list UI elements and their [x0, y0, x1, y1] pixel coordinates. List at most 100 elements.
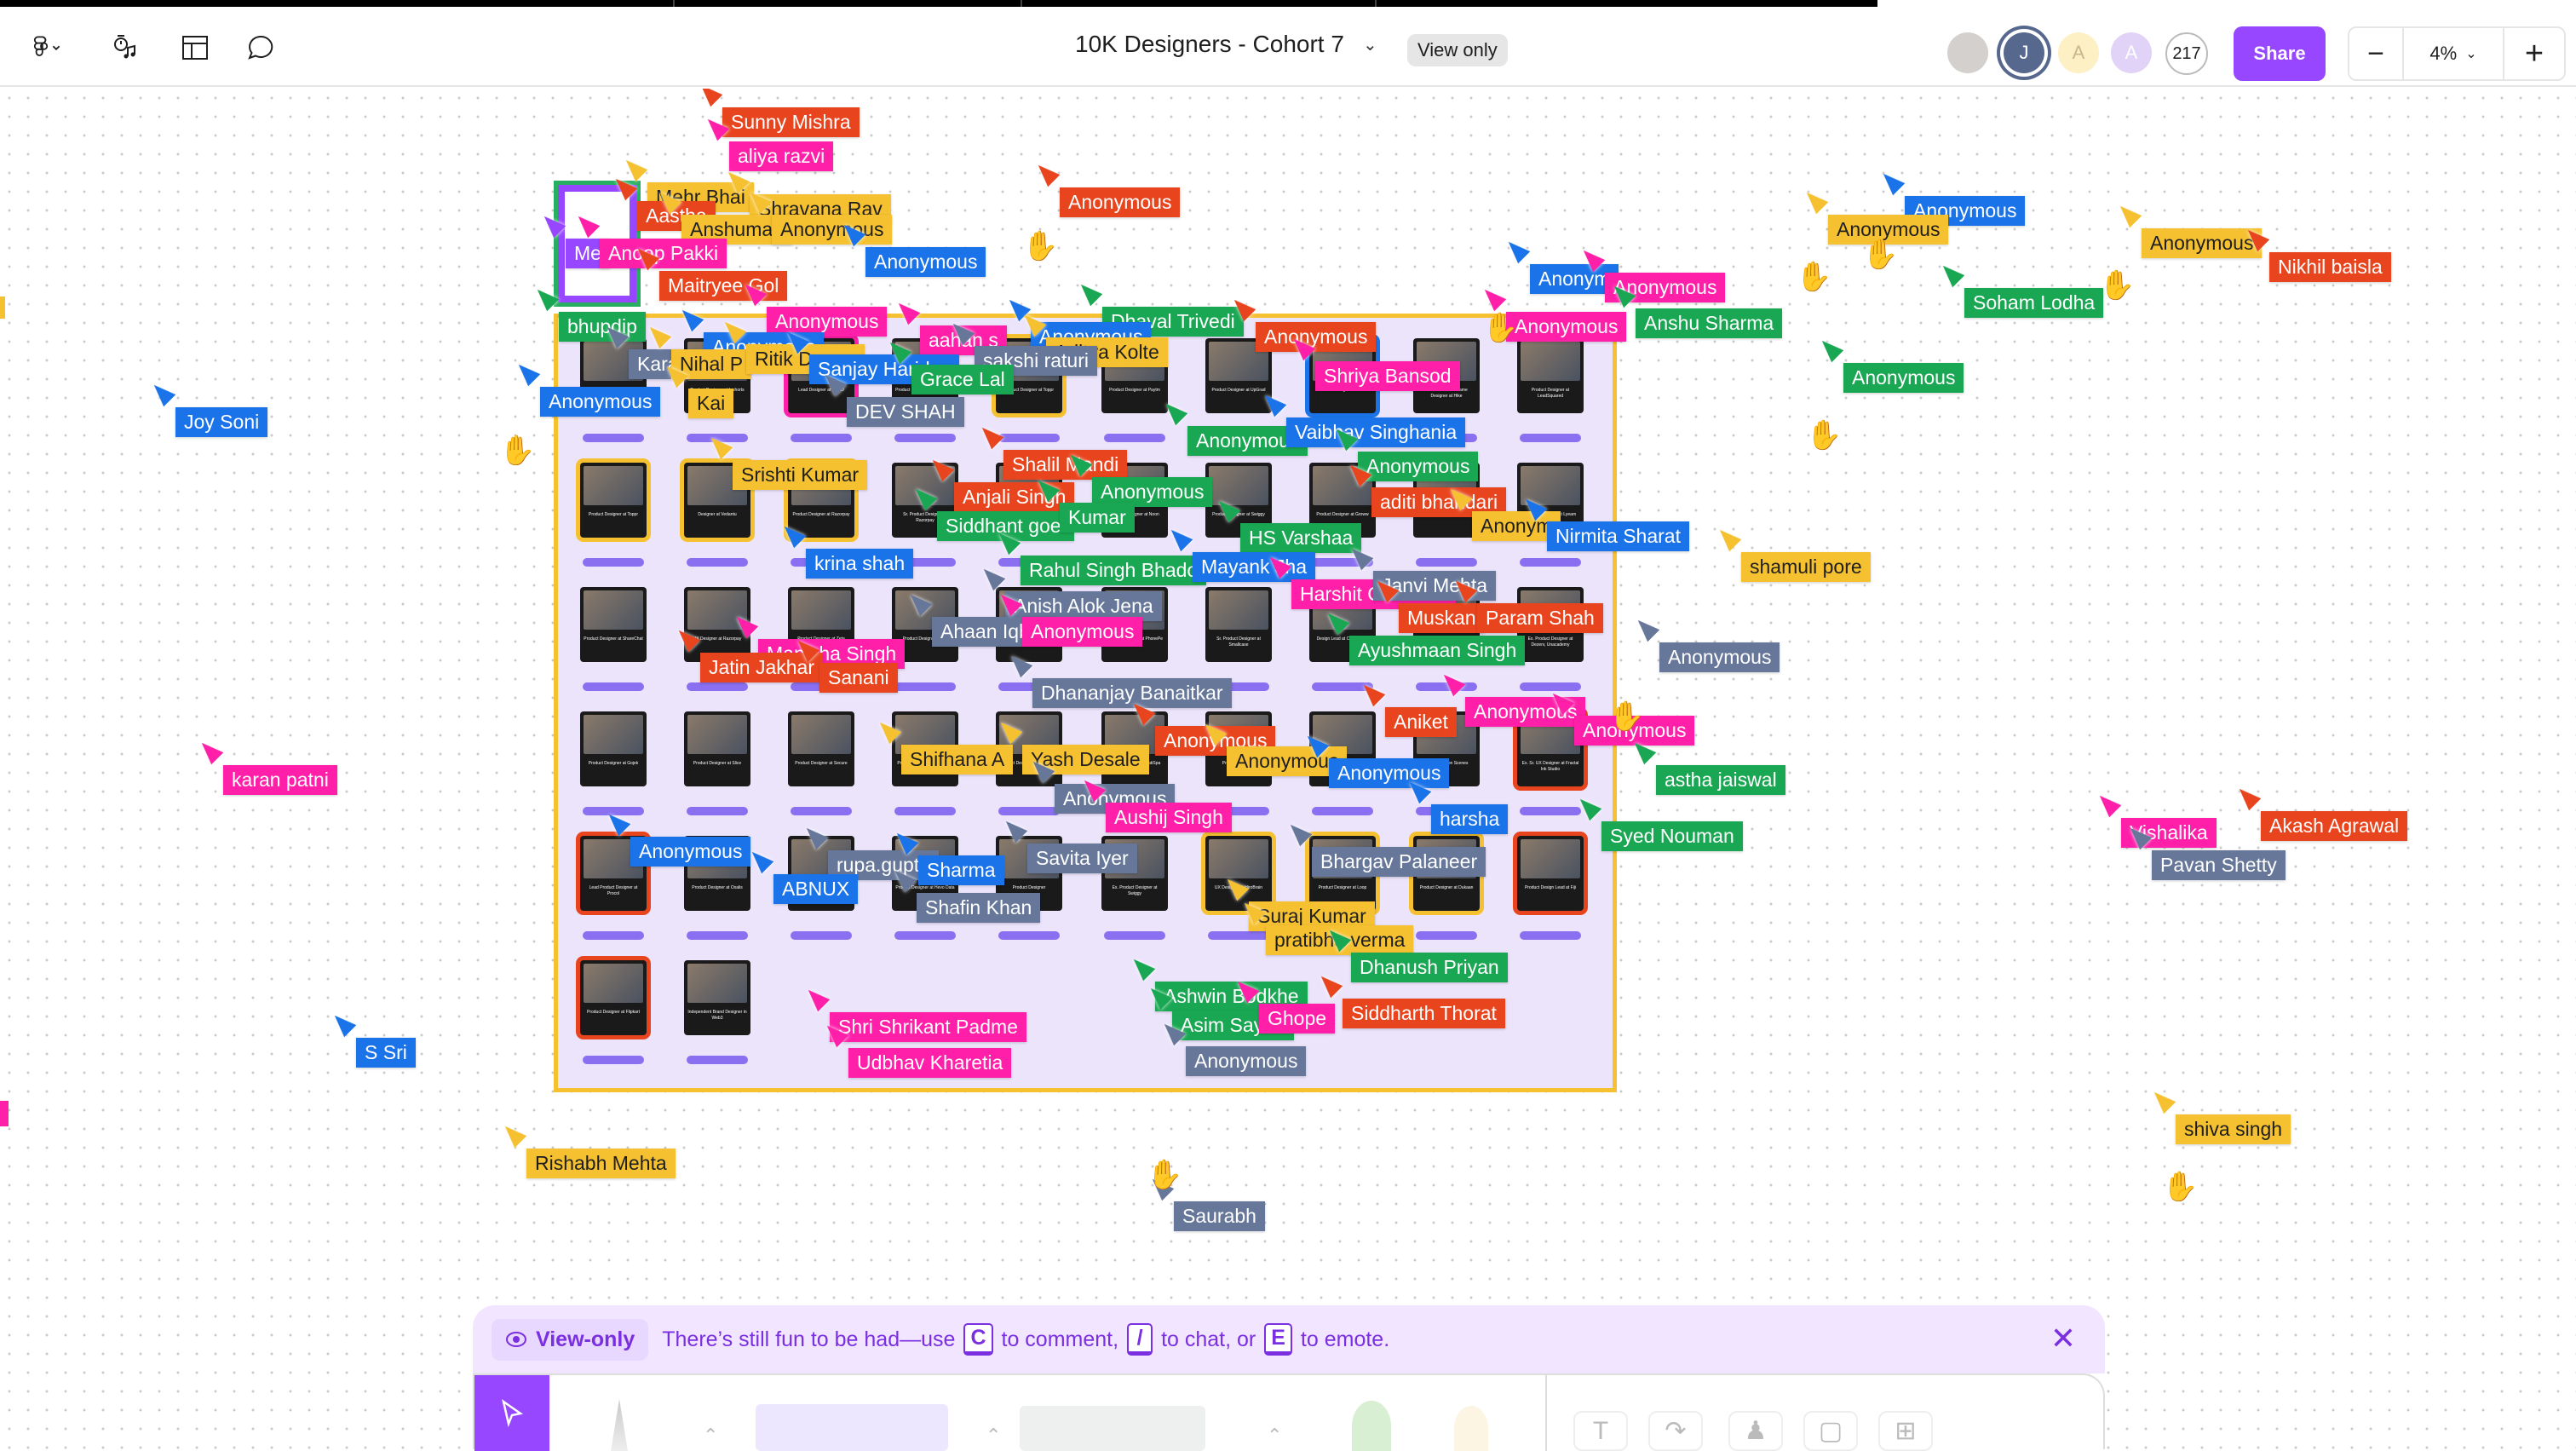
- profile-link-pill[interactable]: [583, 1056, 644, 1064]
- profile-link-pill[interactable]: [791, 807, 852, 815]
- offscreen-cursor-edge: [0, 1101, 9, 1126]
- close-banner-button[interactable]: ✕: [2050, 1321, 2076, 1356]
- profile-link-pill[interactable]: [1104, 931, 1165, 940]
- profile-link-pill[interactable]: [1104, 434, 1165, 442]
- eye-icon: [506, 1332, 526, 1347]
- designer-card[interactable]: Independent Brand Designer in Web3: [684, 960, 750, 1035]
- profile-link-pill[interactable]: [791, 931, 852, 940]
- cursor-arrow-icon: [502, 1398, 524, 1427]
- comment-button[interactable]: [240, 27, 281, 68]
- sticky-note-tool-button[interactable]: [756, 1404, 948, 1451]
- profile-link-pill[interactable]: [1520, 807, 1581, 815]
- profile-link-pill[interactable]: [1312, 807, 1373, 815]
- main-menu-button[interactable]: [20, 27, 77, 68]
- designer-photo: [895, 466, 955, 505]
- connector-tool-button[interactable]: ↷: [1648, 1411, 1703, 1451]
- shape-options-chevron[interactable]: ⌃: [1267, 1425, 1283, 1446]
- profile-link-pill[interactable]: [998, 931, 1060, 940]
- share-button[interactable]: Share: [2234, 26, 2326, 81]
- designer-card[interactable]: Product Designer at Toppr: [580, 463, 647, 538]
- profile-link-pill[interactable]: [583, 931, 644, 940]
- profile-link-pill[interactable]: [1520, 931, 1581, 940]
- designer-card[interactable]: Product Designer at Gojek: [580, 711, 647, 786]
- zoom-level-dropdown[interactable]: 4% ⌄: [2404, 28, 2504, 79]
- collaborator-cursor-label: Anonymous: [767, 307, 888, 337]
- avatar[interactable]: A: [2058, 32, 2099, 73]
- profile-link-pill[interactable]: [1520, 558, 1581, 567]
- designer-role: Ex. Product Designer at Dezerv, Unacadem…: [1527, 636, 1573, 648]
- designer-card[interactable]: Product Designer at LeadSquared: [1517, 338, 1584, 413]
- profile-link-pill[interactable]: [1416, 931, 1477, 940]
- layout-panel-button[interactable]: [175, 27, 216, 68]
- profile-link-pill[interactable]: [1312, 682, 1373, 691]
- collaborator-cursor-label: Nihal P: [671, 349, 752, 379]
- profile-link-pill[interactable]: [687, 807, 748, 815]
- profile-link-pill[interactable]: [1312, 558, 1373, 567]
- profile-link-pill[interactable]: [894, 434, 956, 442]
- text-tool-button[interactable]: T: [1573, 1411, 1628, 1451]
- zoom-out-button[interactable]: −: [2349, 28, 2404, 79]
- designer-card[interactable]: Product Designer at ShareChat: [580, 587, 647, 662]
- cursor-arrow-icon: [1800, 186, 1829, 215]
- profile-link-pill[interactable]: [1208, 931, 1269, 940]
- profile-link-pill[interactable]: [1208, 807, 1269, 815]
- emoji-tool-button[interactable]: [1454, 1406, 1488, 1451]
- stamp-tool-button[interactable]: ♟: [1728, 1411, 1783, 1451]
- figjam-canvas[interactable]: Product Designer at Avalon ScenesProduct…: [0, 89, 2576, 1449]
- profile-link-pill[interactable]: [894, 931, 956, 940]
- profile-link-pill[interactable]: [1520, 682, 1581, 691]
- strip-divider: [1375, 0, 1377, 7]
- profile-link-pill[interactable]: [1208, 682, 1269, 691]
- avatar[interactable]: A: [2111, 32, 2152, 73]
- designer-card[interactable]: Product Designer at Flipkart: [580, 960, 647, 1035]
- designer-photo: [584, 715, 643, 754]
- table-tool-button[interactable]: ⊞: [1878, 1411, 1933, 1451]
- profile-link-pill[interactable]: [1520, 434, 1581, 442]
- designer-card[interactable]: Product Design Lead at Fiji: [1517, 836, 1584, 911]
- profile-link-pill[interactable]: [583, 682, 644, 691]
- pen-tool-button[interactable]: [611, 1399, 628, 1451]
- pen-options-chevron[interactable]: ⌃: [703, 1425, 719, 1446]
- profile-link-pill[interactable]: [687, 931, 748, 940]
- designer-card[interactable]: UX Designer at HiroBrain: [1205, 836, 1272, 911]
- timer-music-button[interactable]: [104, 27, 145, 68]
- zoom-in-button[interactable]: +: [2524, 35, 2544, 72]
- profile-link-pill[interactable]: [894, 558, 956, 567]
- profile-link-pill[interactable]: [687, 682, 748, 691]
- collaborator-cursor-label: Anonymous: [2142, 228, 2263, 258]
- profile-link-pill[interactable]: [583, 807, 644, 815]
- file-title-dropdown[interactable]: 10K Designers - Cohort 7 ⌄: [1075, 31, 1377, 58]
- collaborator-cursor-label: Anonymous: [1256, 322, 1377, 352]
- collaborator-cursor-label: Joy Soni: [175, 407, 268, 437]
- shape-tool-button[interactable]: [1020, 1406, 1205, 1451]
- profile-link-pill[interactable]: [791, 434, 852, 442]
- avatar-current-user[interactable]: J: [2004, 32, 2044, 73]
- designer-card[interactable]: UX Designer at Razorpay: [684, 587, 750, 662]
- profile-link-pill[interactable]: [583, 434, 644, 442]
- profile-link-pill[interactable]: [998, 682, 1060, 691]
- profile-link-pill[interactable]: [687, 558, 748, 567]
- profile-link-pill[interactable]: [583, 558, 644, 567]
- section-tool-button[interactable]: ▢: [1803, 1411, 1858, 1451]
- profile-link-pill[interactable]: [687, 1056, 748, 1064]
- sticky-options-chevron[interactable]: ⌃: [986, 1425, 1002, 1446]
- profile-link-pill[interactable]: [894, 682, 956, 691]
- profile-link-pill[interactable]: [1416, 558, 1477, 567]
- designer-card[interactable]: Sr. Product Designer at Smallcase: [1205, 587, 1272, 662]
- profile-link-pill[interactable]: [998, 434, 1060, 442]
- profile-link-pill[interactable]: [1416, 682, 1477, 691]
- designer-card[interactable]: Product Designer at Slice: [684, 711, 750, 786]
- designer-role: Sr. Product Designer at Smallcase: [1216, 636, 1261, 648]
- designer-role: Product Designer at Jar: [902, 636, 948, 642]
- move-tool-button[interactable]: [474, 1375, 549, 1451]
- profile-link-pill[interactable]: [894, 807, 956, 815]
- profile-link-pill[interactable]: [998, 807, 1060, 815]
- profile-link-pill[interactable]: [687, 434, 748, 442]
- designer-role: Designer at Vedantu: [698, 512, 737, 517]
- designer-card[interactable]: Product Designer at UpGrad: [1205, 338, 1272, 413]
- sticker-tool-button[interactable]: [1352, 1401, 1391, 1451]
- designer-card[interactable]: Product Designer at Secure: [788, 711, 854, 786]
- collaborator-cursor-label: Anonymous: [1186, 1046, 1307, 1076]
- viewer-count-button[interactable]: 217: [2165, 32, 2208, 75]
- avatar[interactable]: [1947, 32, 1988, 73]
